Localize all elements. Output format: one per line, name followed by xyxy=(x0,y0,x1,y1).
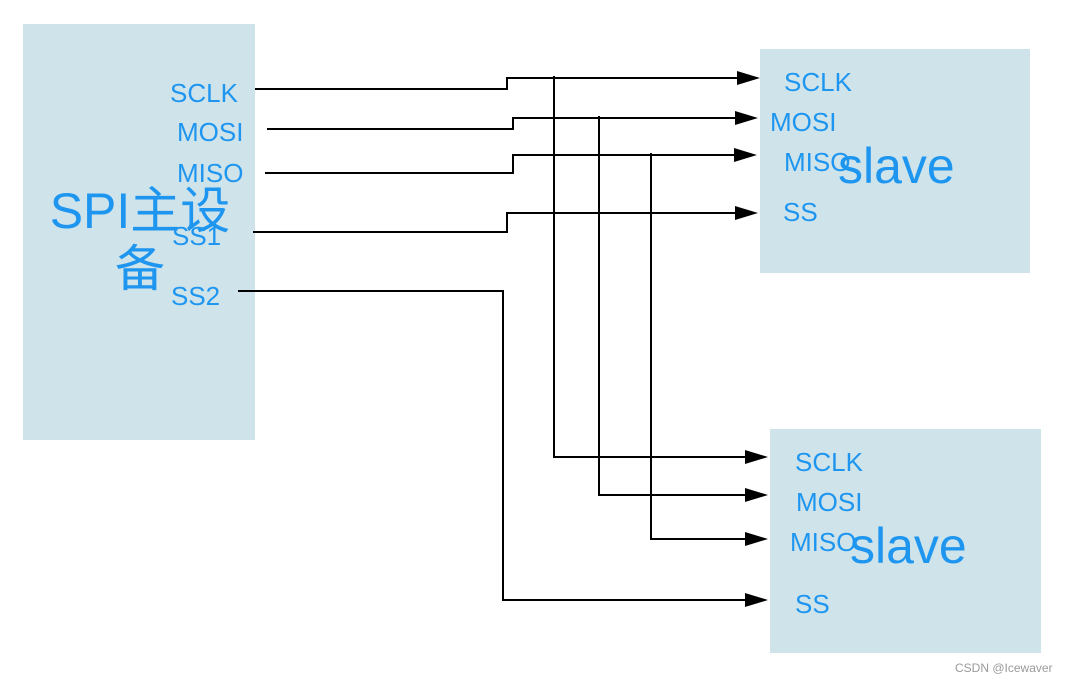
slave1-pin-ss: SS xyxy=(783,197,818,227)
sclk-arrow-slave1 xyxy=(737,71,760,85)
mosi-wire-slave1 xyxy=(267,117,735,130)
master-pin-sclk: SCLK xyxy=(170,78,238,108)
slave1-pin-miso: MISO xyxy=(784,147,851,177)
slave2-pin-miso: MISO xyxy=(790,527,857,557)
miso-arrow-slave2 xyxy=(745,532,768,546)
slave2-device-box xyxy=(770,429,1041,653)
ss1-arrow-slave1 xyxy=(735,206,758,220)
slave2-pin-sclk: SCLK xyxy=(795,447,863,477)
miso-branch-wire-slave2 xyxy=(650,153,745,540)
master-pin-ss1: SS1 xyxy=(172,221,222,251)
slave1-pin-mosi: MOSI xyxy=(770,107,837,137)
miso-wire-slave1 xyxy=(265,154,734,174)
ss2-arrow-slave2 xyxy=(745,593,768,607)
slave2-device-label: slave xyxy=(850,518,967,574)
slave1-device-box xyxy=(760,49,1030,273)
slave1-pin-sclk: SCLK xyxy=(784,67,852,97)
slave1-device-label: slave xyxy=(838,138,955,194)
master-device-label: SPI主设备 xyxy=(49,183,231,297)
ss2-wire-slave2 xyxy=(238,290,745,601)
sclk-branch-wire-slave2 xyxy=(553,76,745,458)
slave2-pin-ss: SS xyxy=(795,589,830,619)
ss1-wire-slave1 xyxy=(253,212,735,233)
mosi-branch-wire-slave2 xyxy=(598,116,745,496)
miso-arrow-slave1 xyxy=(734,148,757,162)
master-pin-ss2: SS2 xyxy=(171,281,221,311)
mosi-arrow-slave2 xyxy=(745,488,768,502)
sclk-arrow-slave2 xyxy=(745,450,768,464)
watermark: CSDN @Icewaver xyxy=(955,661,1053,675)
slave2-pin-mosi: MOSI xyxy=(796,487,863,517)
mosi-arrow-slave1 xyxy=(735,111,758,125)
master-device-box xyxy=(23,24,255,440)
master-pin-mosi: MOSI xyxy=(177,117,244,147)
master-pin-miso: MISO xyxy=(177,158,244,188)
sclk-wire-slave1 xyxy=(255,77,737,90)
